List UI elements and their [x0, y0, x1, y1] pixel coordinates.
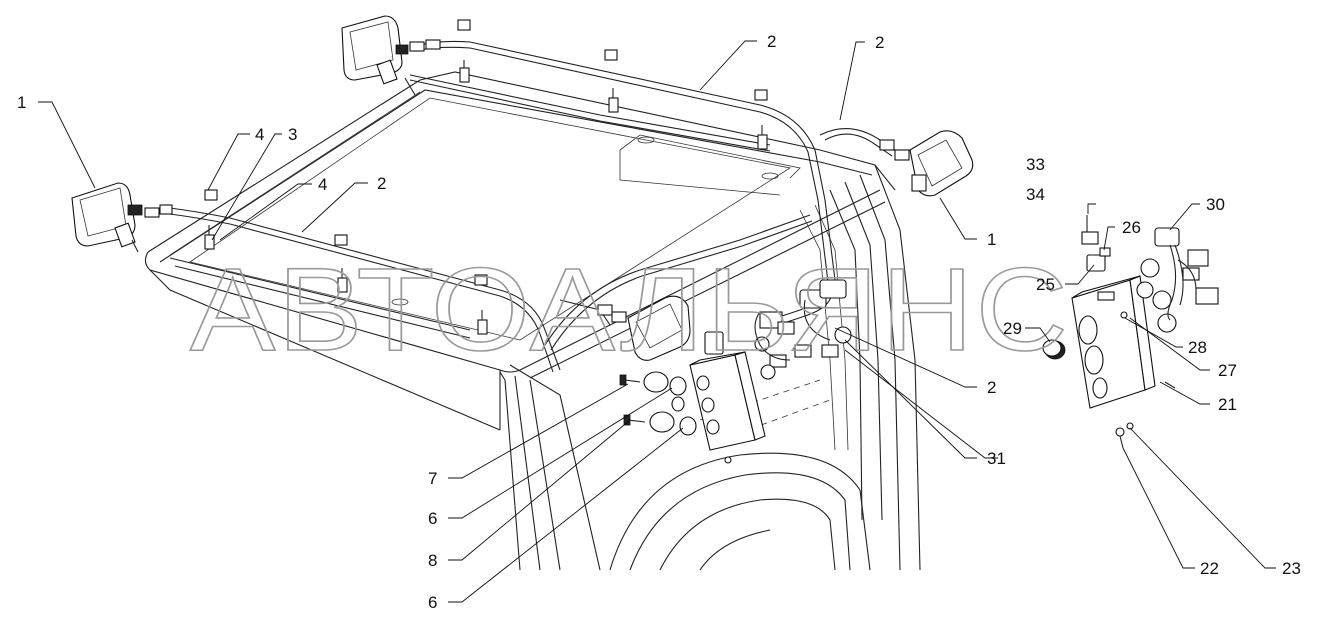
- clip: [604, 49, 618, 61]
- callout-33: 33: [1026, 155, 1045, 174]
- callout-27: 27: [1218, 361, 1237, 380]
- screw-clip: [204, 225, 215, 250]
- clip: [474, 274, 488, 286]
- screw-clip: [459, 60, 470, 83]
- screw-clip: [337, 268, 348, 293]
- leader-lines: [38, 40, 1276, 603]
- work-lamp-front: [597, 295, 691, 361]
- callout-26: 26: [1122, 218, 1141, 237]
- clip: [457, 19, 471, 31]
- callout-2: 2: [987, 378, 996, 397]
- callout-6: 6: [428, 509, 437, 528]
- callout-6: 6: [428, 593, 437, 612]
- callout-34: 34: [1026, 185, 1045, 204]
- screw-clip: [477, 310, 488, 335]
- callout-1: 1: [17, 93, 26, 112]
- work-lamp-top: [341, 15, 441, 96]
- callout-4: 4: [318, 175, 327, 194]
- callout-4: 4: [255, 125, 264, 144]
- relay-box-exploded: [1042, 215, 1219, 449]
- callout-2: 2: [377, 174, 386, 193]
- watermark: АВТОАЛЬЯНС: [190, 244, 1070, 376]
- screw-clip: [757, 125, 768, 150]
- callout-29: 29: [1003, 319, 1022, 338]
- callout-21: 21: [1218, 395, 1237, 414]
- harness-clips: [204, 19, 768, 335]
- callout-22: 22: [1200, 559, 1219, 578]
- harness-connectors: [754, 279, 852, 380]
- callout-8: 8: [428, 551, 437, 570]
- callout-23: 23: [1282, 559, 1301, 578]
- clip: [754, 89, 768, 101]
- work-lamp-right: [879, 130, 974, 197]
- switch-box: [619, 331, 766, 464]
- callout-25: 25: [1036, 275, 1055, 294]
- callout-1: 1: [987, 230, 996, 249]
- clip: [334, 234, 348, 246]
- callout-30: 30: [1206, 195, 1225, 214]
- callout-2: 2: [767, 32, 776, 51]
- callout-3: 3: [288, 125, 297, 144]
- callout-2: 2: [875, 33, 884, 52]
- cab-roof-frame: [144, 71, 921, 571]
- clip: [204, 189, 218, 201]
- callout-28: 28: [1188, 338, 1207, 357]
- callout-labels: 1 1 2 2 2 2 2 3 4 4 6 6 7 8 21 22 23 25 …: [17, 32, 1301, 612]
- screw-clip: [608, 88, 619, 113]
- work-lamp-left: [71, 182, 173, 253]
- callout-7: 7: [428, 469, 437, 488]
- callout-31: 31: [987, 449, 1006, 468]
